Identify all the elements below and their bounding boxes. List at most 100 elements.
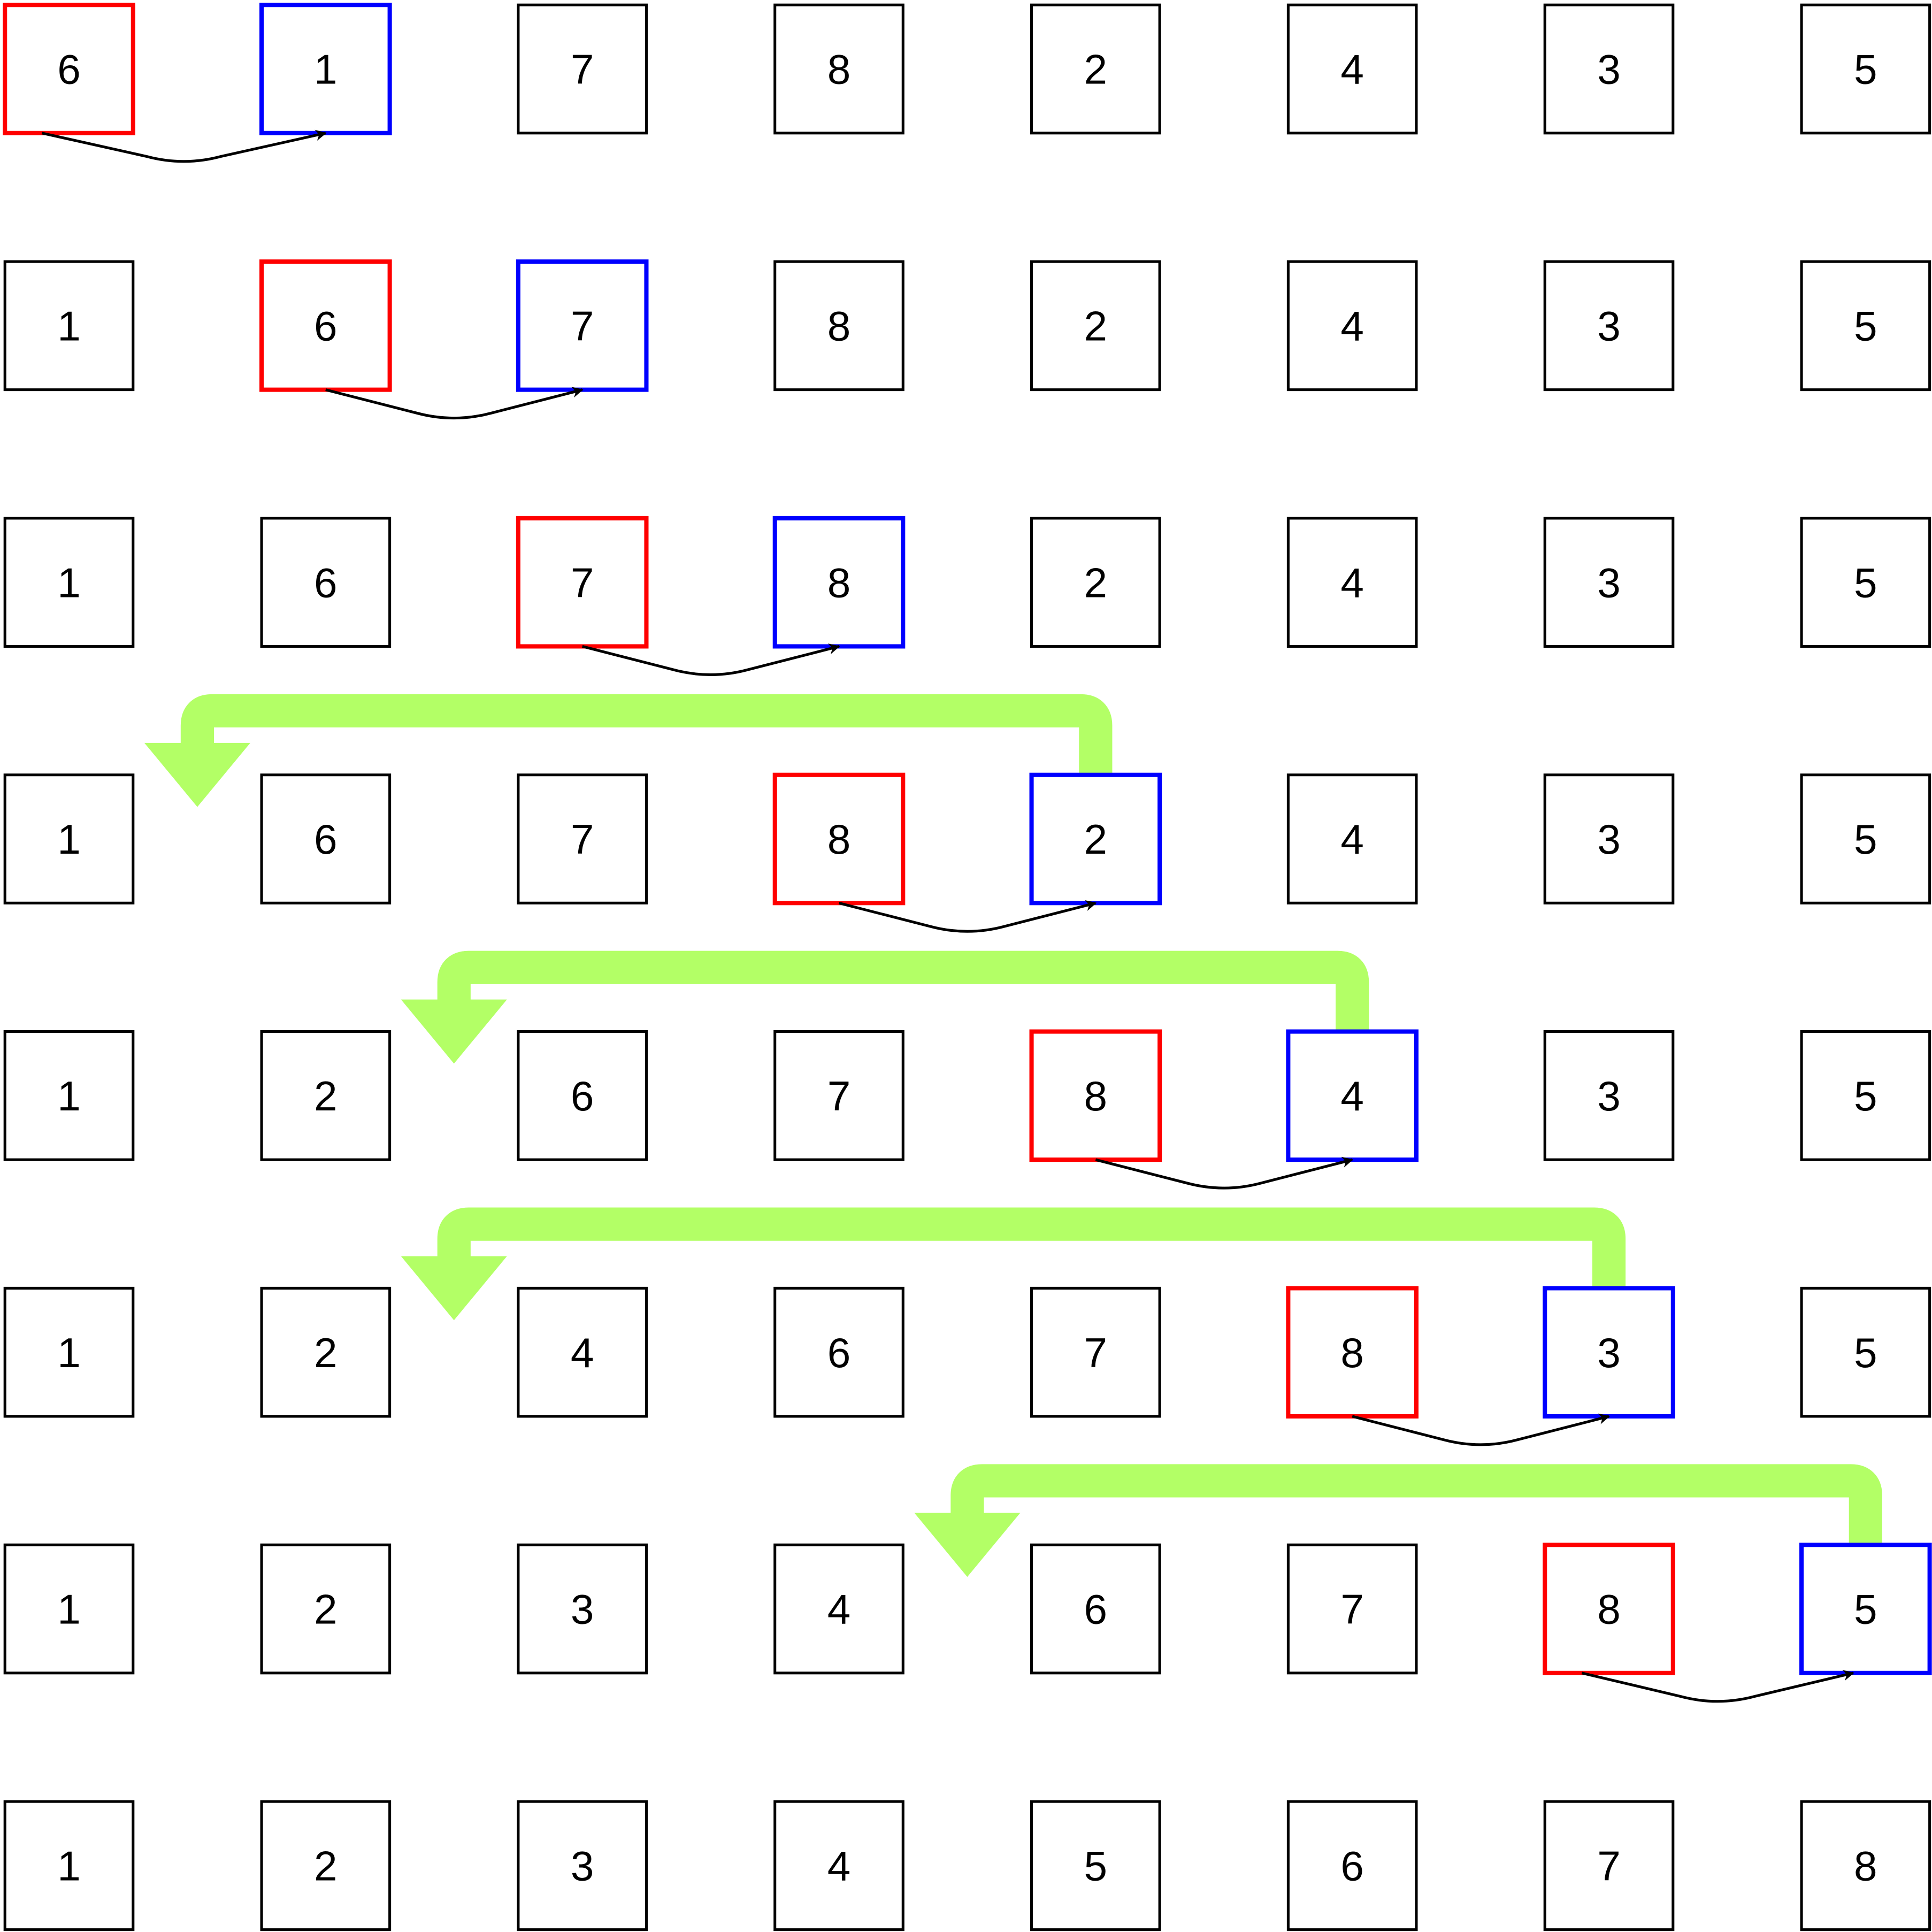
cell-value: 1 bbox=[57, 1329, 81, 1376]
cell-box bbox=[1800, 1030, 1931, 1161]
insert-arrow bbox=[401, 1207, 1626, 1321]
cell-box bbox=[1286, 1800, 1418, 1931]
cell-value: 2 bbox=[1084, 816, 1108, 863]
cell-value: 6 bbox=[1340, 1842, 1364, 1889]
cell-box bbox=[517, 1543, 648, 1675]
cell-value: 4 bbox=[1340, 302, 1364, 349]
cell-box bbox=[773, 1286, 904, 1418]
cell-value: 4 bbox=[1340, 46, 1364, 93]
compare-arrow bbox=[41, 129, 327, 163]
array-cell-next: 7 bbox=[516, 259, 649, 392]
cell-value: 7 bbox=[1084, 1329, 1108, 1376]
cell-box bbox=[3, 3, 135, 135]
array-cell: 3 bbox=[1543, 260, 1675, 392]
cell-box bbox=[3, 260, 135, 392]
cell-value: 1 bbox=[57, 302, 81, 349]
compare-arrow bbox=[1352, 1413, 1611, 1446]
cell-box bbox=[260, 1800, 392, 1931]
array-cell: 4 bbox=[1286, 3, 1418, 135]
array-cell: 4 bbox=[1286, 517, 1418, 648]
cell-box bbox=[1029, 1029, 1162, 1162]
cell-box bbox=[773, 1800, 904, 1931]
cell-box bbox=[1800, 773, 1931, 904]
cell-box bbox=[1543, 1030, 1675, 1161]
cell-value: 7 bbox=[1597, 1842, 1621, 1889]
insert-arrow-head bbox=[914, 1513, 1021, 1577]
array-cell: 5 bbox=[1800, 260, 1931, 392]
cell-value: 3 bbox=[571, 1586, 594, 1633]
cell-value: 2 bbox=[1084, 302, 1108, 349]
cell-value: 6 bbox=[314, 816, 338, 863]
cell-box bbox=[773, 1030, 904, 1161]
insert-arrow bbox=[914, 1464, 1882, 1577]
cell-box bbox=[517, 3, 648, 135]
insert-arrow-head bbox=[401, 999, 507, 1064]
cell-value: 1 bbox=[57, 559, 81, 606]
array-cell: 1 bbox=[3, 260, 135, 392]
cell-box bbox=[517, 1800, 648, 1931]
cell-value: 6 bbox=[314, 559, 338, 606]
insert-arrow-head bbox=[144, 742, 250, 807]
array-cell: 7 bbox=[773, 1030, 904, 1161]
cell-value: 4 bbox=[1340, 559, 1364, 606]
cell-box bbox=[1030, 1800, 1161, 1931]
cell-value: 7 bbox=[1340, 1586, 1364, 1633]
array-cell: 3 bbox=[1543, 1030, 1675, 1161]
compare-arrow bbox=[1095, 1156, 1354, 1190]
cell-box bbox=[1800, 260, 1931, 392]
cell-value: 3 bbox=[1597, 816, 1621, 863]
cell-box bbox=[1543, 1543, 1675, 1675]
array-cell-next: 3 bbox=[1543, 1286, 1675, 1419]
cell-value: 6 bbox=[1084, 1586, 1108, 1633]
array-cell: 4 bbox=[773, 1543, 904, 1675]
cell-value: 3 bbox=[1597, 302, 1621, 349]
array-cell-current: 8 bbox=[772, 772, 906, 906]
array-cell: 3 bbox=[517, 1543, 648, 1675]
cell-box bbox=[1030, 517, 1161, 648]
array-cell: 7 bbox=[517, 3, 648, 135]
array-cell: 6 bbox=[1030, 1543, 1161, 1675]
array-cell: 2 bbox=[1030, 260, 1161, 392]
array-cell: 4 bbox=[517, 1286, 648, 1418]
insert-arrow-line bbox=[437, 1207, 1626, 1289]
cell-value: 5 bbox=[1854, 302, 1877, 349]
array-cell: 6 bbox=[773, 1286, 904, 1418]
array-cell: 1 bbox=[3, 517, 135, 648]
array-cell: 4 bbox=[773, 1800, 904, 1931]
array-cell: 1 bbox=[3, 1030, 135, 1161]
cell-value: 3 bbox=[1597, 1072, 1621, 1120]
array-cell: 8 bbox=[1800, 1800, 1931, 1931]
array-cell: 4 bbox=[1286, 260, 1418, 392]
cell-box bbox=[3, 1543, 135, 1675]
array-cell-current: 6 bbox=[259, 259, 392, 392]
cell-value: 3 bbox=[1597, 46, 1621, 93]
array-cell: 4 bbox=[1286, 773, 1418, 904]
cell-value: 1 bbox=[57, 1586, 81, 1633]
cell-box bbox=[259, 259, 392, 392]
array-cell: 3 bbox=[1543, 517, 1675, 648]
compare-arrow bbox=[325, 387, 584, 420]
cell-box bbox=[1543, 260, 1675, 392]
array-cell: 2 bbox=[1030, 3, 1161, 135]
array-cell: 7 bbox=[517, 773, 648, 904]
array-cell-current: 8 bbox=[1543, 1543, 1675, 1675]
cell-value: 2 bbox=[1084, 46, 1108, 93]
array-cell: 5 bbox=[1800, 773, 1931, 904]
cell-value: 7 bbox=[571, 559, 594, 606]
cell-value: 7 bbox=[571, 46, 594, 93]
cell-value: 1 bbox=[57, 1842, 81, 1889]
cell-box bbox=[1030, 1543, 1161, 1675]
cell-box bbox=[3, 773, 135, 904]
cell-box bbox=[1286, 517, 1418, 648]
cell-value: 2 bbox=[1084, 559, 1108, 606]
array-cell-next: 4 bbox=[1286, 1029, 1419, 1162]
cell-value: 7 bbox=[571, 302, 594, 349]
cell-box bbox=[1800, 1286, 1931, 1418]
cell-value: 1 bbox=[57, 816, 81, 863]
cell-value: 2 bbox=[314, 1072, 338, 1120]
cell-value: 5 bbox=[1854, 1072, 1877, 1120]
